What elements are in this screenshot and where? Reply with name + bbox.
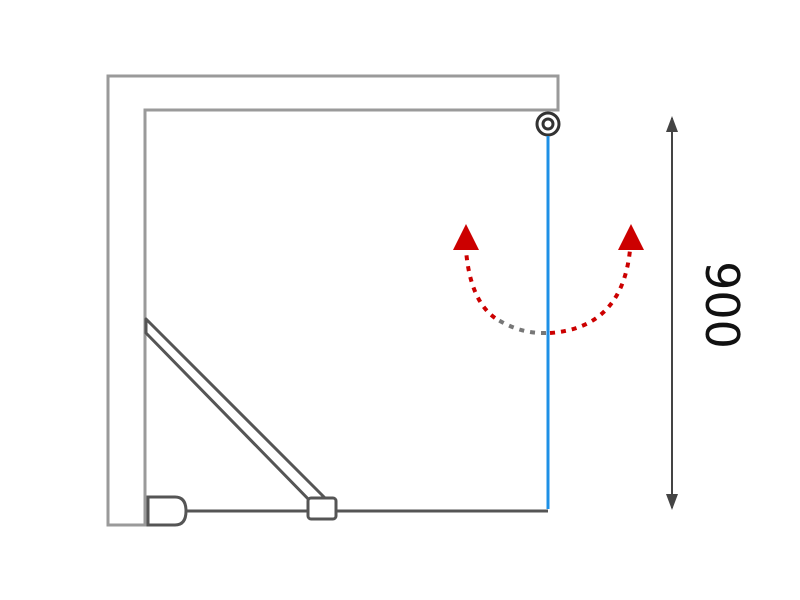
strut-clamp — [306, 496, 338, 521]
hinge-icon — [535, 111, 561, 137]
support-strut — [144, 317, 328, 510]
dimension-arrow-icon — [666, 116, 678, 510]
double-arrow-swing-icon — [453, 224, 644, 336]
dimension-label: 900 — [695, 261, 749, 349]
wall-outline — [106, 74, 560, 527]
wall-bracket — [146, 495, 188, 527]
